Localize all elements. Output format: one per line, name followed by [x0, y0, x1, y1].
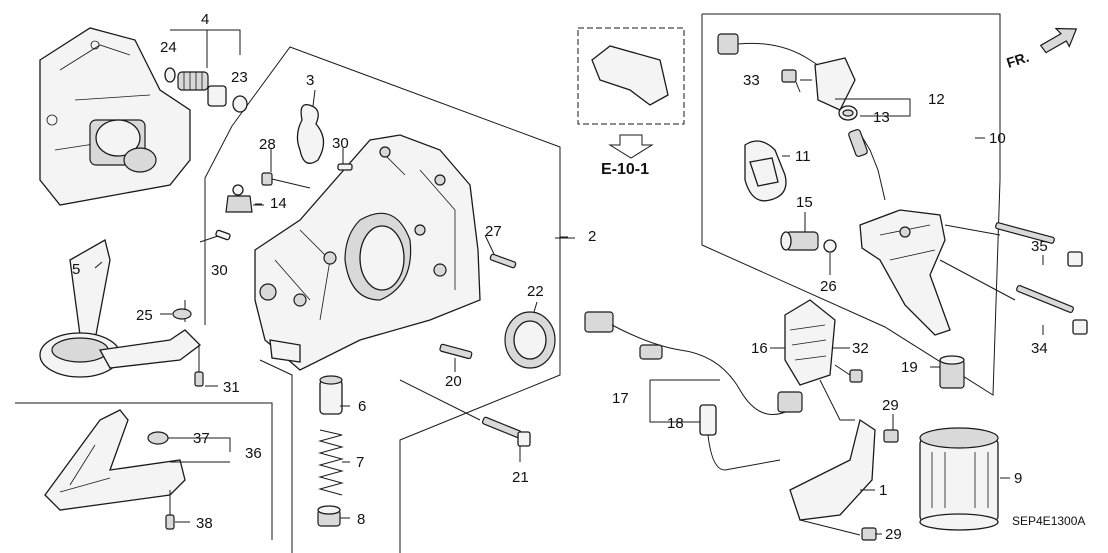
label-part-32: 32	[852, 340, 869, 357]
part-number-labels: 4 24 23 3 28 30 14 27 2 30 5 22 25 20 31…	[72, 11, 1085, 543]
nut-29-upper	[883, 429, 899, 443]
label-part-7: 7	[356, 454, 364, 471]
label-part-4: 4	[201, 11, 209, 28]
label-part-16: 16	[751, 340, 768, 357]
oil-pump-group-outline	[204, 46, 568, 553]
label-part-37: 37	[193, 430, 210, 447]
label-part-11: 11	[795, 148, 811, 165]
washer-26	[823, 239, 837, 253]
label-part-17: 17	[612, 390, 629, 407]
relief-spring	[318, 429, 344, 496]
stud-bolt-27	[489, 253, 517, 269]
front-label: FR.	[1005, 49, 1031, 71]
engine-block	[39, 27, 191, 206]
relief-valve	[319, 375, 343, 415]
label-part-27: 27	[485, 223, 502, 240]
label-part-30-upper: 30	[332, 135, 349, 152]
vtc-valve-stem	[848, 128, 886, 201]
dowel-pin-lower	[215, 229, 231, 241]
vtc-housing	[859, 209, 951, 336]
label-part-35: 35	[1031, 238, 1048, 255]
label-part-38: 38	[196, 515, 213, 532]
stud-bolt-20	[439, 343, 473, 360]
label-part-2: 2	[588, 228, 596, 245]
sealing-bolt	[317, 505, 341, 527]
harness-bracket-18	[699, 404, 781, 471]
label-part-13: 13	[873, 109, 890, 126]
label-part-6: 6	[358, 398, 366, 415]
vtc-group-outline	[701, 13, 1001, 396]
label-part-5: 5	[72, 261, 80, 278]
bolt-33	[781, 69, 801, 93]
bolt-34	[939, 259, 1088, 335]
label-part-30-lower: 30	[211, 262, 228, 279]
label-part-26: 26	[820, 278, 837, 295]
label-part-20: 20	[445, 373, 462, 390]
strainer-gasket	[172, 308, 192, 320]
dowel-pin-upper	[337, 163, 353, 171]
label-part-23: 23	[231, 69, 248, 86]
label-part-29-lower: 29	[885, 526, 902, 543]
oil-seal	[504, 311, 556, 369]
label-part-25: 25	[136, 307, 153, 324]
harness-stay-1	[789, 418, 876, 536]
label-part-34: 34	[1031, 340, 1048, 357]
label-part-28: 28	[259, 136, 276, 153]
label-part-8: 8	[357, 511, 365, 528]
label-part-12: 12	[928, 91, 945, 108]
label-part-21: 21	[512, 469, 529, 486]
leader-lines	[94, 79, 1044, 535]
nut-29-lower	[861, 527, 877, 541]
oil-filter-feed-bolt	[164, 29, 248, 113]
label-part-15: 15	[796, 194, 813, 211]
strainer-kit-outline	[15, 402, 273, 540]
oil-pump-o-ring	[296, 103, 325, 164]
label-part-33: 33	[743, 72, 760, 89]
label-part-24: 24	[160, 39, 177, 56]
bolt-35	[944, 222, 1083, 267]
bolt-32	[834, 364, 863, 383]
label-part-36: 36	[245, 445, 262, 462]
label-part-14: 14	[270, 195, 287, 212]
label-part-10: 10	[989, 130, 1006, 147]
strainer-bolt-38	[165, 490, 175, 530]
oil-pressure-sensor	[780, 231, 819, 251]
drawing-code: SEP4E1300A	[1012, 514, 1085, 528]
label-part-1: 1	[879, 482, 887, 499]
label-part-19: 19	[901, 359, 918, 376]
flange-bolt-21	[399, 379, 531, 447]
reference-box[interactable]	[577, 27, 685, 159]
label-part-3: 3	[306, 72, 314, 89]
label-part-29-upper: 29	[882, 397, 899, 414]
oil-pressure-switch	[225, 184, 264, 213]
oil-strainer	[39, 239, 201, 378]
label-part-18: 18	[667, 415, 684, 432]
strainer-assy-36	[44, 409, 186, 511]
label-part-9: 9	[1014, 470, 1022, 487]
reference-label[interactable]: E-10-1	[601, 161, 649, 178]
label-part-31: 31	[223, 379, 240, 396]
plug-19	[939, 355, 965, 389]
vtc-strainer-gasket	[744, 140, 787, 202]
strainer-bolt	[194, 345, 204, 387]
oil-filter	[919, 427, 999, 531]
label-part-22: 22	[527, 283, 544, 300]
o-ring-13	[838, 105, 858, 121]
flange-bolt-28	[261, 172, 311, 189]
harness-holder-16	[784, 299, 836, 386]
strainer-gasket-37	[147, 431, 169, 445]
front-direction-arrow	[1039, 27, 1078, 54]
vtc-solenoid-harness	[717, 33, 856, 111]
sub-wire-harness	[584, 311, 803, 415]
oil-pump-assy	[254, 134, 481, 371]
